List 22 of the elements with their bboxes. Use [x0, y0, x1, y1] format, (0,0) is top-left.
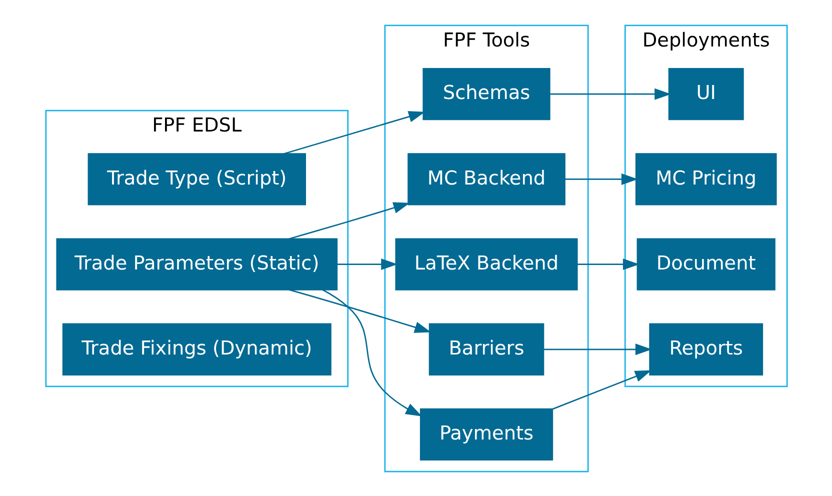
arrow: [288, 202, 410, 240]
node-box: Schemas: [422, 68, 550, 120]
arrow: [322, 288, 422, 416]
node-box: MC Pricing: [634, 152, 776, 205]
arrow: [336, 258, 398, 270]
node-box: Reports: [648, 322, 763, 375]
node-box: Trade Fixings (Dynamic): [62, 322, 331, 375]
node-box: Document: [636, 238, 775, 290]
node-box: Barriers: [428, 322, 544, 375]
arrow: [552, 370, 652, 410]
node-box: Trade Parameters (Static): [56, 238, 338, 290]
node-box: UI: [668, 68, 744, 120]
node-box: MC Backend: [407, 152, 565, 205]
arrow: [288, 288, 431, 332]
arrow: [564, 172, 638, 184]
node-box: Trade Type (Script): [87, 152, 306, 205]
node-box: Payments: [419, 408, 553, 460]
arrow: [543, 343, 652, 355]
arrow: [550, 88, 671, 100]
arrow: [576, 258, 639, 270]
arrow: [283, 110, 425, 154]
node-box: LaTeX Backend: [394, 238, 578, 290]
